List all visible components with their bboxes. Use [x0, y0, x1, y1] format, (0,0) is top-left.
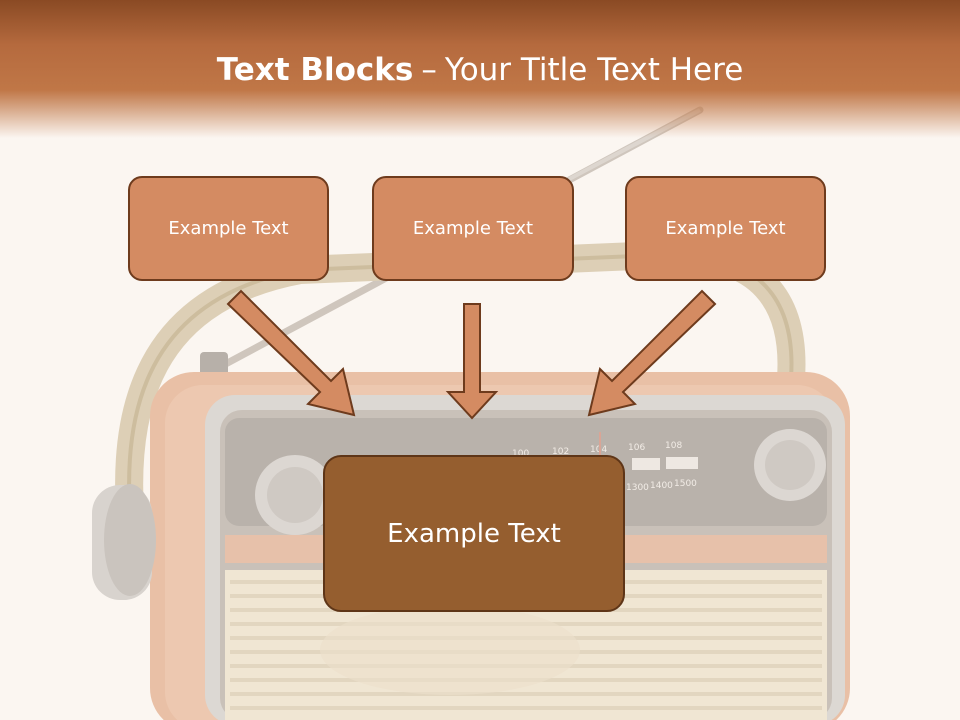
dial-am-label: 1400: [650, 481, 673, 491]
title-separator: –: [421, 52, 437, 88]
dial-am-label: 1500: [674, 479, 697, 489]
text-block-main[interactable]: Example Text: [323, 455, 625, 612]
dial-fm-label: 106: [628, 443, 645, 453]
dial-fm-label: 104: [590, 445, 607, 455]
text-block-left[interactable]: Example Text: [128, 176, 329, 281]
title-bar: [0, 0, 960, 140]
dial-am-label: 1300: [626, 483, 649, 493]
dial-fm-label: 102: [552, 447, 569, 457]
text-block-center[interactable]: Example Text: [372, 176, 574, 281]
text-block-right[interactable]: Example Text: [625, 176, 826, 281]
arrow-left: [226, 289, 356, 417]
title-rest: Your Title Text Here: [444, 52, 744, 88]
arrow-center: [445, 303, 499, 420]
title-bold: Text Blocks: [216, 52, 414, 88]
dial-fm-label: 108: [665, 441, 682, 451]
arrow-right: [587, 289, 717, 417]
slide-title: Text Blocks–Your Title Text Here: [0, 52, 960, 88]
dial-fm-label: 100: [512, 449, 529, 459]
